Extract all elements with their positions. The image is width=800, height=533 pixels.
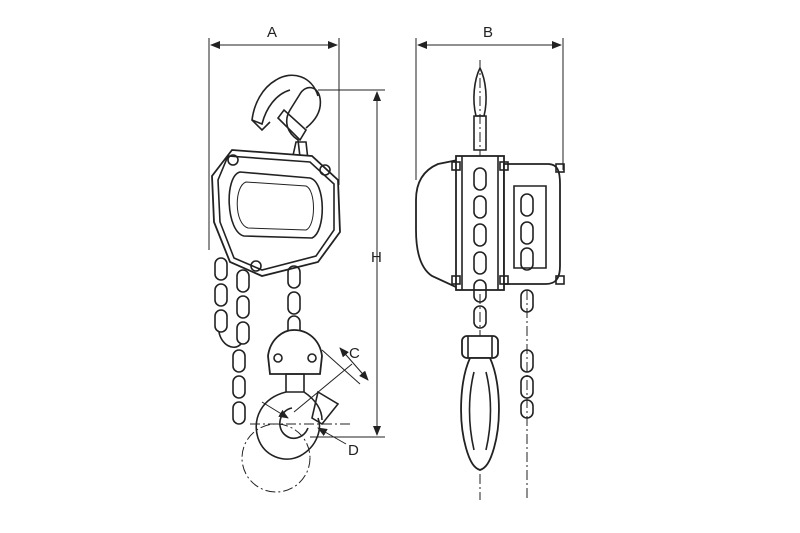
label-d: D (348, 442, 359, 459)
top-hook-latch (276, 108, 308, 142)
front-view (208, 38, 385, 493)
side-bottom-hook (460, 357, 500, 471)
bottom-hook-outer (255, 391, 321, 460)
side-load-chain (473, 167, 487, 329)
dim-d-leader (317, 427, 347, 445)
block-bolt-left (273, 353, 283, 363)
side-hand-chain (520, 193, 534, 419)
top-hook-tip (251, 119, 271, 132)
housing-bolt-2 (319, 164, 331, 176)
side-bottom-hook-inner (468, 371, 492, 451)
hoist-housing (211, 149, 341, 277)
label-a: A (267, 24, 278, 41)
hook-swing-path (241, 423, 311, 493)
housing-window (228, 171, 324, 239)
bottom-hook-back (303, 391, 323, 421)
housing-window-inner (236, 181, 314, 231)
hand-chain-left (214, 257, 250, 425)
dim-c-pointer (261, 401, 289, 419)
bottom-hook-latch (311, 390, 340, 426)
bottom-block (267, 329, 323, 375)
label-b: B (483, 24, 494, 41)
side-gear-window (513, 185, 547, 269)
label-c: C (349, 345, 360, 362)
top-hook-outer (251, 74, 319, 126)
dim-c-arrow (339, 347, 369, 381)
top-hook (285, 86, 322, 158)
label-h: H (371, 249, 382, 266)
bottom-hook-throat (279, 407, 309, 440)
side-view (415, 38, 565, 500)
side-frame (455, 155, 505, 291)
side-housing-cover (415, 158, 459, 290)
load-chain-front (287, 265, 301, 337)
side-top-hook-neck (473, 115, 487, 151)
block-bolt-right (307, 353, 317, 363)
housing-bolt-1 (227, 154, 239, 166)
dim-c-leader (293, 363, 353, 413)
bottom-hook-shank (285, 373, 305, 393)
side-bolts (451, 161, 565, 285)
housing-bolt-3 (250, 260, 262, 272)
